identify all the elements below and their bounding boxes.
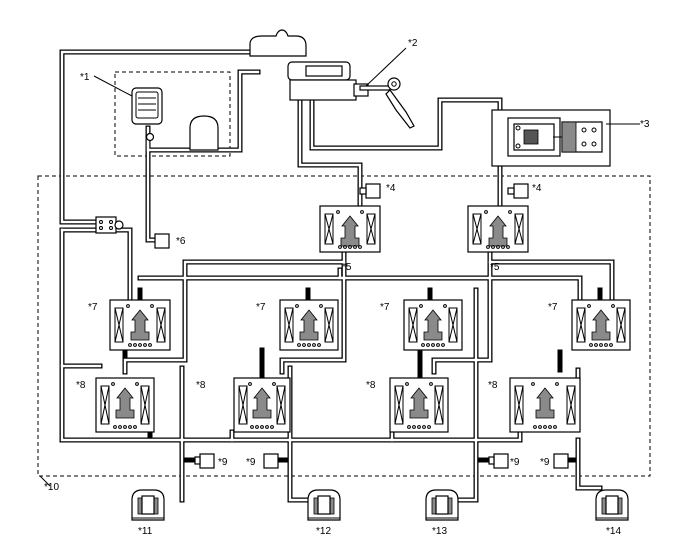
stroke-simulator <box>491 109 611 167</box>
brake-pedal <box>359 77 415 129</box>
valve-8-3 <box>389 377 449 433</box>
callout-13: *13 <box>432 526 447 537</box>
valve-8-4 <box>509 377 581 433</box>
pressure-sensor-4b <box>507 183 529 199</box>
pump-unit <box>131 87 219 151</box>
valve-8-1 <box>95 377 155 433</box>
pressure-sensor-9-4 <box>553 453 569 469</box>
callout-14: *14 <box>606 526 621 537</box>
callout-4a: *4 <box>386 183 396 194</box>
valve-5b <box>467 205 529 253</box>
callout-2: *2 <box>408 38 418 49</box>
check-valve <box>95 216 124 234</box>
wheel-cylinder-13 <box>425 489 459 521</box>
pressure-sensor-6 <box>154 233 170 249</box>
callout-3: *3 <box>640 119 650 130</box>
callout-6: *6 <box>176 236 186 247</box>
wheel-cylinder-11 <box>131 489 165 521</box>
callout-9-2: *9 <box>246 457 256 468</box>
valve-7-4 <box>571 299 631 351</box>
callout-7-2: *7 <box>256 302 266 313</box>
callout-8-3: *8 <box>366 380 376 391</box>
valve-7-2 <box>279 299 339 351</box>
callout-11: *11 <box>138 526 153 537</box>
wheel-cylinder-14 <box>595 489 629 521</box>
valve-7-3 <box>403 299 463 351</box>
callout-5b: *5 <box>490 262 500 273</box>
pressure-sensor-4a <box>359 183 381 199</box>
brake-actuator-boundary <box>37 175 651 477</box>
valve-5a <box>319 205 381 253</box>
callout-8-1: *8 <box>76 380 86 391</box>
callout-12: *12 <box>316 526 331 537</box>
callout-10: *10 <box>44 482 59 493</box>
brake-reservoir <box>249 29 307 57</box>
wheel-cylinders <box>131 489 629 521</box>
callout-7-4: *7 <box>548 302 558 313</box>
callout-1: *1 <box>80 72 90 83</box>
callout-7-1: *7 <box>88 302 98 313</box>
pressure-sensor-9-3 <box>488 453 509 469</box>
pressure-sensor-9-1 <box>194 453 215 469</box>
callout-4b: *4 <box>532 183 542 194</box>
master-cylinder <box>287 61 369 101</box>
wheel-cylinder-12 <box>307 489 341 521</box>
pressure-sensor-9-2 <box>263 453 279 469</box>
solenoid-valves <box>95 205 631 433</box>
callout-8-4: *8 <box>488 380 498 391</box>
valve-7-1 <box>109 299 171 351</box>
leader-lines <box>39 47 640 487</box>
callout-9-1: *9 <box>218 457 228 468</box>
callout-7-3: *7 <box>380 302 390 313</box>
pump-unit-boundary <box>114 71 231 157</box>
callout-8-2: *8 <box>196 380 206 391</box>
callout-5a: *5 <box>342 262 352 273</box>
valve-8-2 <box>233 377 291 433</box>
callout-9-4: *9 <box>540 457 550 468</box>
callout-9-3: *9 <box>510 457 520 468</box>
callout-labels: *1 *2 *3 *4 *4 *5 *5 *6 *7 *7 *7 *7 *8 *… <box>44 38 650 537</box>
